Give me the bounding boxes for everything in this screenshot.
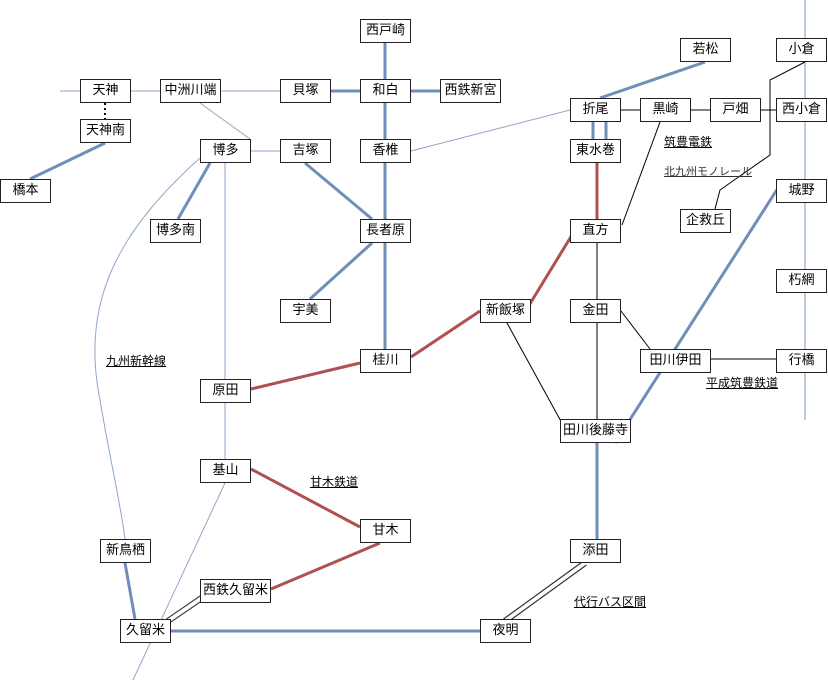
line-substitute-bus [506,564,587,624]
line-thin [132,482,226,681]
station-nishitetsukurume[interactable]: 西鉄久留米 [200,579,271,603]
station-nishitetsushingu[interactable]: 西鉄新宮 [440,79,501,103]
station-yoake[interactable]: 夜明 [480,619,531,643]
station-tobata[interactable]: 戸畑 [710,98,761,122]
station-kikugaoka[interactable]: 企救丘 [680,209,731,233]
station-kokura[interactable]: 小倉 [776,38,827,62]
station-nishitozaki[interactable]: 西戸崎 [360,19,411,43]
station-kiyama[interactable]: 基山 [200,459,251,483]
label-amagi-railway: 甘木鉄道 [310,475,359,489]
station-orio[interactable]: 折尾 [570,98,621,122]
station-tenjinminami[interactable]: 天神南 [80,119,131,143]
station-wakamatsu[interactable]: 若松 [680,38,731,62]
station-soeda[interactable]: 添田 [570,539,621,563]
line-thin [410,109,571,152]
line-black [506,322,564,426]
line-red [526,234,574,308]
station-tagawaita[interactable]: 田川伊田 [640,349,711,373]
station-nishikokura[interactable]: 西小倉 [776,98,827,122]
station-yukuhashi[interactable]: 行橋 [776,349,827,373]
station-hakataminami[interactable]: 博多南 [150,219,201,243]
station-jono[interactable]: 城野 [776,179,827,203]
line-blue [599,60,706,100]
line-black [620,310,651,350]
station-chojabaru[interactable]: 長者原 [360,219,411,243]
station-kaneda[interactable]: 金田 [570,299,621,323]
line-blue [308,241,374,301]
station-kurume[interactable]: 久留米 [120,619,171,643]
station-shiniizuka[interactable]: 新飯塚 [480,299,531,323]
station-nogata[interactable]: 直方 [570,219,621,243]
line-monorail [714,61,806,210]
station-hashimoto[interactable]: 橋本 [0,179,51,203]
label-heisei-chikuho: 平成筑豊鉄道 [706,376,779,390]
station-haruda[interactable]: 原田 [200,379,251,403]
line-thin [199,102,251,140]
label-chikuho-electric: 筑豊電鉄 [664,135,713,149]
station-tagawagotoji[interactable]: 田川後藤寺 [560,419,631,443]
station-shintosu[interactable]: 新鳥栖 [100,539,151,563]
line-blue [29,141,106,181]
station-amagi[interactable]: 甘木 [360,519,411,543]
line-blue [123,562,137,620]
label-kyushu-shinkansen: 九州新幹線 [106,354,167,368]
line-blue [176,162,212,220]
station-hakata[interactable]: 博多 [200,139,251,163]
station-tenjin[interactable]: 天神 [80,79,131,103]
line-double [169,598,205,624]
station-kaizuka[interactable]: 貝塚 [280,79,331,103]
line-black [621,121,661,226]
line-red [410,309,481,359]
station-higashimizumaki[interactable]: 東水巻 [570,139,621,163]
line-red [270,541,381,591]
line-substitute-bus [503,560,584,620]
station-keisen[interactable]: 桂川 [360,349,411,373]
station-nakasukawabata[interactable]: 中洲川端 [160,79,221,103]
label-substitute-bus: 代行バス区間 [574,595,647,609]
station-kuchinohara[interactable]: 朽網 [776,269,827,293]
station-kurosaki[interactable]: 黒崎 [640,98,691,122]
label-kitakyushu-monorail: 北九州モノレール [664,165,752,178]
line-double [166,594,202,620]
line-blue [613,187,780,444]
station-yoshizuka[interactable]: 吉塚 [280,139,331,163]
line-red [250,361,361,391]
line-shinkansen [94,157,201,540]
line-red [250,467,361,529]
station-wajiro[interactable]: 和白 [360,79,411,103]
station-umi[interactable]: 宇美 [280,299,331,323]
line-blue [304,161,373,221]
station-kashii[interactable]: 香椎 [360,139,411,163]
